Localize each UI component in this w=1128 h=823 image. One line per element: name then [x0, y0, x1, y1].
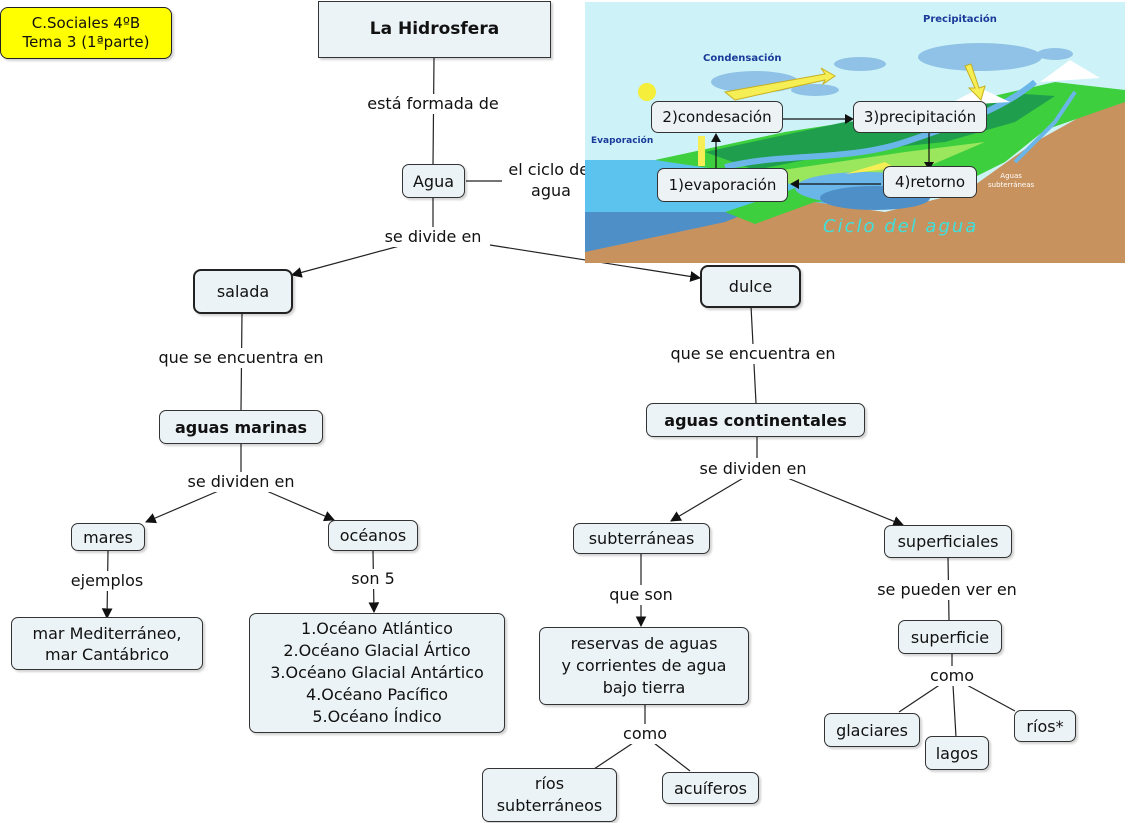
step-label: 2)condesación: [662, 108, 772, 126]
concept-label: mar Mediterráneo, mar Cantábrico: [32, 623, 182, 664]
link-label-esta-formada-de: está formada de: [366, 94, 500, 114]
concept-label: dulce: [728, 277, 773, 296]
concept-label: subterráneas: [588, 529, 695, 548]
link-como-glaciares: [898, 683, 942, 713]
concept-label: ríos subterráneos: [496, 774, 603, 815]
link-label-se-pueden-ver-en: se pueden ver en: [876, 580, 1018, 600]
link-dividen-mares: [145, 488, 224, 524]
link-label-ciclo-del-agua: el ciclo del agua: [507, 159, 595, 201]
link-divide-salada: [290, 244, 404, 278]
concept-aguas-continentales[interactable]: aguas continentales: [646, 403, 865, 437]
image-label-ciclo-del-agua: Ciclo del agua: [823, 216, 979, 237]
concept-reservas[interactable]: reservas de aguas y corrientes de agua b…: [539, 627, 749, 705]
concept-label: ríos*: [1026, 716, 1064, 736]
concept-glaciares[interactable]: glaciares: [824, 713, 920, 747]
concept-lista-oceanos[interactable]: 1.Océano Atlántico 2.Océano Glacial Árti…: [249, 613, 505, 733]
concept-label: superficie: [910, 627, 990, 647]
concept-oceanos[interactable]: océanos: [328, 520, 418, 551]
image-label-condensacion: Condensación: [703, 53, 782, 64]
concept-salada[interactable]: salada: [193, 269, 293, 314]
concept-dulce[interactable]: dulce: [700, 265, 801, 308]
link-label-salada-encuentra: que se encuentra en: [157, 348, 325, 368]
concept-label: Agua: [412, 171, 455, 191]
step-label: 4)retorno: [894, 173, 966, 191]
link-label-como-sup: como: [929, 666, 975, 686]
image-label-evaporacion: Evaporación: [591, 136, 654, 146]
concept-label: La Hidrosfera: [369, 19, 500, 39]
link-como-rios-sub: [593, 742, 634, 770]
link-label-como-sub: como: [622, 724, 668, 744]
link-como-lagos: [952, 684, 957, 738]
concept-label: océanos: [339, 526, 407, 545]
badge-course: C.Sociales 4ºB: [31, 14, 141, 32]
water-cycle-image: Precipitación Condensación Evaporación A…: [585, 2, 1125, 263]
concept-rios[interactable]: ríos*: [1014, 710, 1076, 742]
concept-mares-ejemplos[interactable]: mar Mediterráneo, mar Cantábrico: [11, 617, 203, 670]
step-label: 1)evaporación: [668, 176, 777, 194]
cycle-step-evaporacion[interactable]: 1)evaporación: [657, 168, 788, 202]
cycle-step-retorno[interactable]: 4)retorno: [883, 166, 977, 198]
concept-lagos[interactable]: lagos: [925, 736, 989, 770]
link-label-ejemplos: ejemplos: [69, 571, 145, 591]
link-dividen-oceanos: [261, 488, 335, 522]
concept-la-hidrosfera[interactable]: La Hidrosfera: [318, 1, 551, 58]
cycle-step-condensacion[interactable]: 2)condesación: [651, 101, 783, 133]
link-como-acuiferos: [653, 742, 691, 772]
link-label-continentales-dividen: se dividen en: [698, 459, 808, 479]
link-label-son-5: son 5: [350, 569, 396, 589]
concept-label: lagos: [935, 743, 979, 763]
link-label-se-divide-en: se divide en: [383, 227, 483, 247]
concept-label: 1.Océano Atlántico 2.Océano Glacial Árti…: [270, 619, 484, 726]
concept-label: superficiales: [897, 532, 999, 551]
concept-label: reservas de aguas y corrientes de agua b…: [561, 634, 727, 697]
concept-agua[interactable]: Agua: [402, 164, 465, 198]
image-label-precipitacion: Precipitación: [923, 14, 997, 25]
concept-aguas-marinas[interactable]: aguas marinas: [159, 410, 323, 444]
concept-label: mares: [83, 527, 133, 547]
concept-label: salada: [216, 282, 270, 301]
cycle-step-precipitacion[interactable]: 3)precipitación: [853, 101, 987, 133]
concept-superficiales[interactable]: superficiales: [884, 525, 1012, 558]
link-label-marinas-dividen: se dividen en: [186, 472, 296, 492]
link-dividen-subterraneas: [670, 476, 746, 522]
concept-label: aguas continentales: [664, 410, 847, 430]
concept-label: glaciares: [836, 720, 908, 740]
badge-topic: Tema 3 (1ªparte): [22, 33, 150, 51]
step-label: 3)precipitación: [863, 108, 977, 126]
concept-superficie[interactable]: superficie: [898, 620, 1002, 654]
course-badge[interactable]: C.Sociales 4ºB Tema 3 (1ªparte): [0, 7, 172, 59]
link-como-rios: [964, 683, 1016, 712]
concept-label: acuíferos: [673, 778, 747, 798]
concept-subterraneas[interactable]: subterráneas: [573, 523, 710, 554]
link-dividen-superficiales: [784, 476, 905, 527]
concept-rios-subterraneos[interactable]: ríos subterráneos: [482, 768, 617, 822]
concept-label: aguas marinas: [174, 417, 308, 437]
concept-mares[interactable]: mares: [71, 523, 145, 551]
link-label-dulce-encuentra: que se encuentra en: [669, 344, 837, 364]
link-label-que-son: que son: [608, 585, 674, 605]
image-label-aguas-subterraneas: Aguas subterráneas: [988, 172, 1035, 189]
concept-acuiferos[interactable]: acuíferos: [662, 772, 759, 804]
